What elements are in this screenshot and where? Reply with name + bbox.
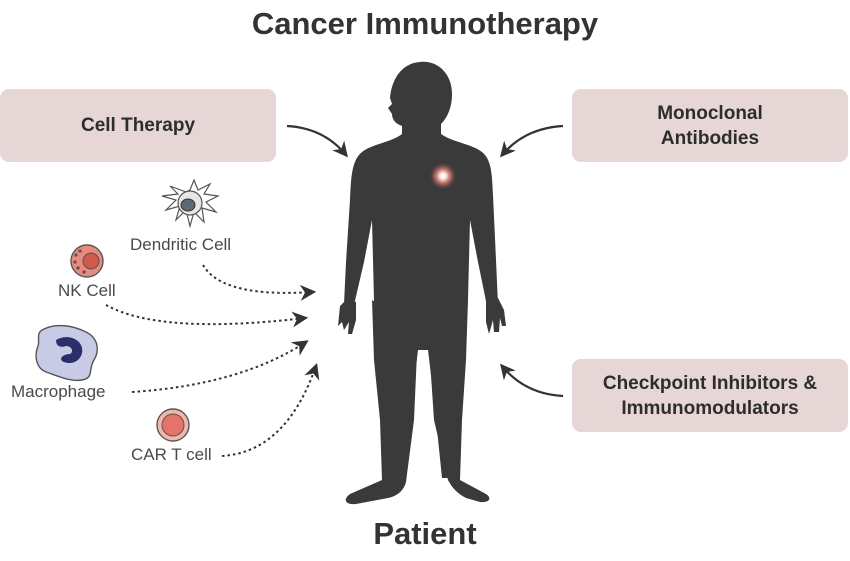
nk-cell-icon bbox=[70, 244, 104, 278]
macrophage-icon bbox=[35, 324, 98, 382]
dendritic-cell-label: Dendritic Cell bbox=[130, 235, 232, 254]
arrow-macrophage bbox=[131, 340, 309, 393]
car-t-cell-label: CAR T cell bbox=[131, 445, 212, 464]
dendritic-cell-icon bbox=[161, 178, 220, 229]
patient-label: Patient bbox=[373, 516, 477, 551]
monoclonal-label-line1: Monoclonal bbox=[657, 102, 763, 124]
arrow-checkpoint bbox=[500, 363, 564, 398]
nk-cell-label: NK Cell bbox=[58, 281, 116, 300]
macrophage-label: Macrophage bbox=[11, 382, 106, 401]
checkpoint-inhibitors-box: Checkpoint Inhibitors & Immunomodulators bbox=[572, 359, 848, 432]
patient-silhouette bbox=[338, 61, 506, 505]
cell-therapy-box: Cell Therapy bbox=[0, 89, 276, 162]
arrow-nk bbox=[105, 304, 309, 328]
diagram-title: Cancer Immunotherapy bbox=[251, 6, 599, 41]
arrow-cell-therapy bbox=[286, 124, 348, 158]
monoclonal-label-line2: Antibodies bbox=[660, 127, 760, 149]
arrow-car-t bbox=[221, 362, 320, 457]
arrow-monoclonal bbox=[500, 124, 564, 158]
car-t-cell-icon bbox=[156, 408, 190, 442]
cell-therapy-label: Cell Therapy bbox=[80, 115, 196, 136]
checkpoint-label-line1: Checkpoint Inhibitors & bbox=[602, 372, 818, 394]
monoclonal-antibodies-box: Monoclonal Antibodies bbox=[572, 89, 848, 162]
checkpoint-label-line2: Immunomodulators bbox=[621, 397, 799, 419]
arrow-dendritic bbox=[202, 264, 317, 301]
